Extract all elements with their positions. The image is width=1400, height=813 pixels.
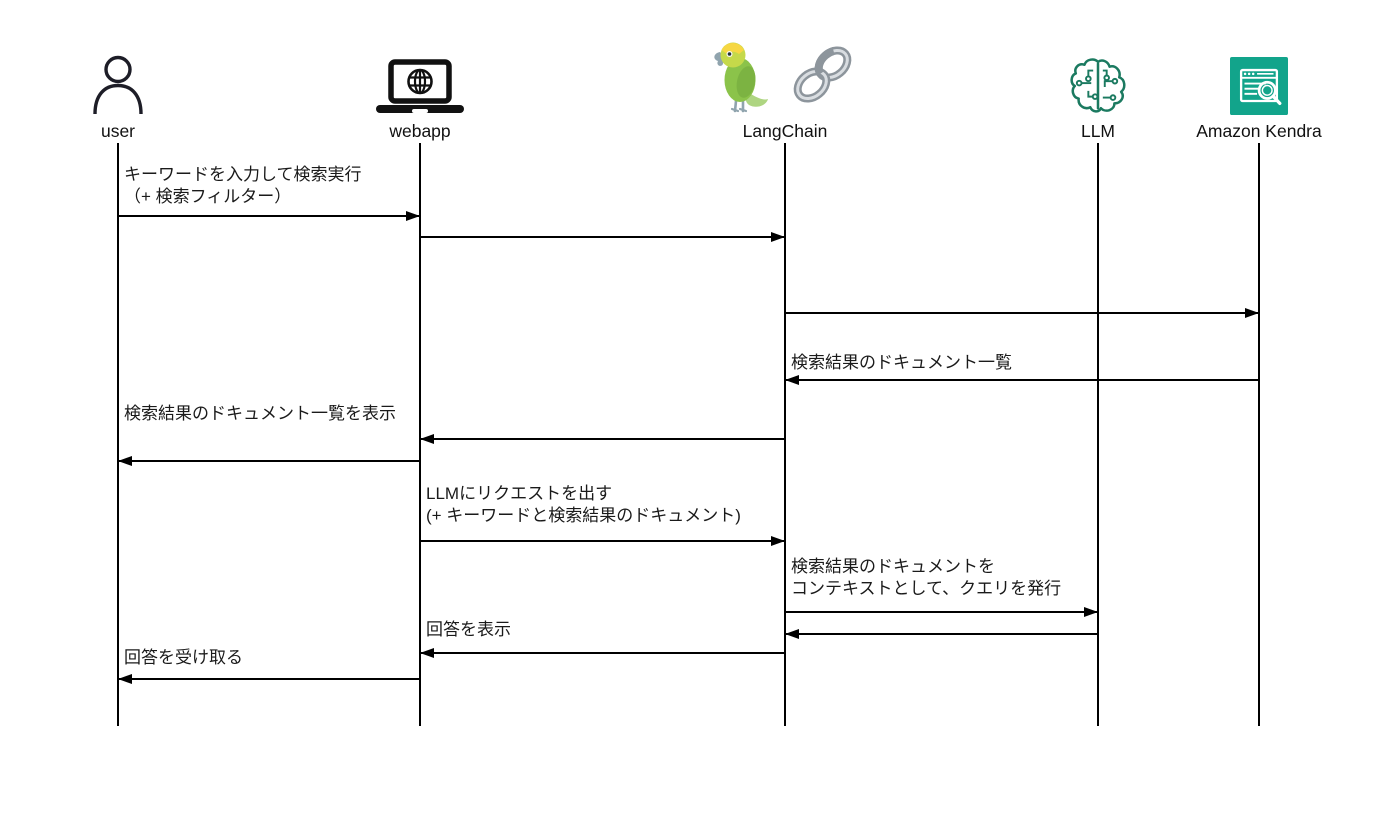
message-arrow-6: [118, 460, 420, 462]
arrowhead-5: [420, 433, 434, 444]
arrowhead-11: [118, 673, 132, 684]
actor-label-kendra: Amazon Kendra: [1196, 121, 1322, 141]
arrowhead-8: [1084, 606, 1098, 617]
parrot-icon: [714, 42, 768, 113]
lifeline-kendra: [1258, 143, 1260, 726]
message-label-7: LLMにリクエストを出す (+ キーワードと検索結果のドキュメント): [426, 484, 741, 525]
brain-circuit-icon: [1070, 57, 1126, 115]
lifeline-langchain: [784, 143, 786, 726]
actor-user: user: [18, 26, 218, 142]
actor-langchain: LangChain: [685, 26, 885, 142]
chain-link-icon: [793, 46, 852, 103]
actor-webapp: webapp: [320, 26, 520, 142]
arrowhead-4: [785, 374, 799, 385]
message-arrow-1: [118, 215, 420, 217]
message-label-10: 回答を表示: [426, 620, 511, 639]
message-arrow-4: [785, 379, 1259, 381]
brain-circuit-icon: [1070, 58, 1126, 113]
actor-label-llm: LLM: [1080, 121, 1116, 141]
actor-llm: LLM: [998, 26, 1198, 142]
lifeline-llm: [1097, 143, 1099, 726]
laptop-icon: [376, 59, 464, 113]
arrowhead-6: [118, 455, 132, 466]
lifeline-user: [117, 143, 119, 726]
message-arrow-11: [118, 678, 420, 680]
message-label-1: キーワードを入力して検索実行 （+ 検索フィルター）: [124, 165, 362, 206]
actor-label-webapp: webapp: [389, 121, 451, 141]
arrowhead-10: [420, 647, 434, 658]
parrot-chain-icon: [710, 39, 860, 115]
message-label-6: 検索結果のドキュメント一覧を表示: [124, 404, 396, 423]
message-arrow-10: [420, 652, 785, 654]
arrowhead-9: [785, 628, 799, 639]
message-arrow-9: [785, 633, 1098, 635]
message-label-11: 回答を受け取る: [124, 648, 243, 667]
laptop-icon: [374, 59, 466, 115]
message-label-8: 検索結果のドキュメントを コンテキストとして、クエリを発行: [791, 557, 1062, 598]
person-icon: [93, 55, 143, 115]
actor-kendra: Amazon Kendra: [1159, 26, 1359, 142]
actor-label-langchain: LangChain: [742, 121, 828, 141]
person-icon: [91, 55, 145, 115]
arrowhead-2: [771, 231, 785, 242]
actor-label-user: user: [100, 121, 136, 141]
kendra-icon: [1230, 57, 1288, 115]
message-arrow-8: [785, 611, 1098, 613]
message-arrow-5: [420, 438, 785, 440]
arrowhead-3: [1245, 307, 1259, 318]
message-arrow-3: [785, 312, 1259, 314]
kendra-icon: [1230, 57, 1288, 115]
message-arrow-7: [420, 540, 785, 542]
message-label-4: 検索結果のドキュメント一覧: [791, 353, 1012, 372]
arrowhead-1: [406, 210, 420, 221]
arrowhead-7: [771, 535, 785, 546]
message-arrow-2: [420, 236, 785, 238]
